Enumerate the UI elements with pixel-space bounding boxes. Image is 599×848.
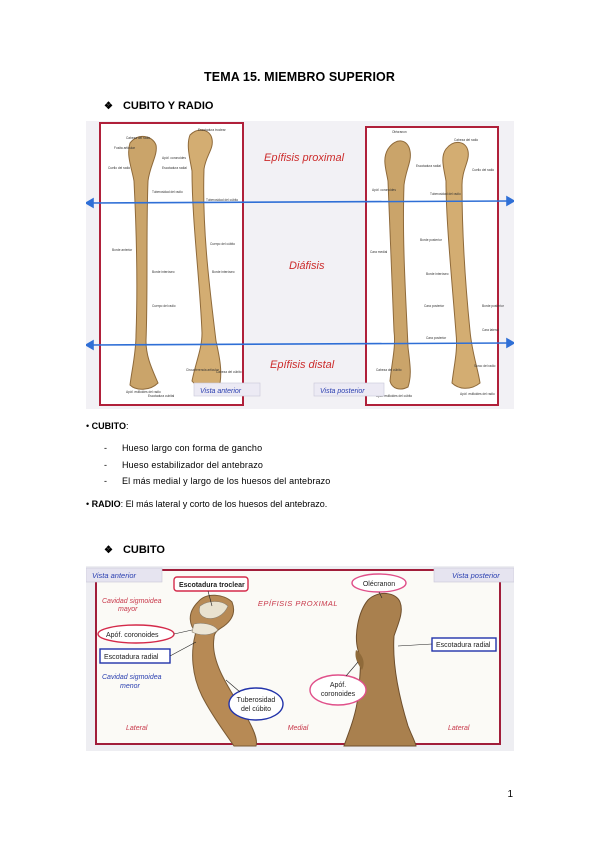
svg-text:Escotadura troclear: Escotadura troclear xyxy=(198,128,227,132)
cavidad-mayor-label-2: mayor xyxy=(118,606,138,613)
svg-text:Fosita articular: Fosita articular xyxy=(114,146,136,150)
posterior-radius-bone xyxy=(442,142,481,389)
svg-text:Cabeza del radio: Cabeza del radio xyxy=(126,136,150,140)
cubito-item-text: Hueso estabilizador del antebrazo xyxy=(122,460,264,470)
svg-text:Cuerpo del cúbito: Cuerpo del cúbito xyxy=(210,242,235,246)
svg-text:Circunferencia articular: Circunferencia articular xyxy=(186,368,220,372)
svg-text:Surco del radio: Surco del radio xyxy=(474,364,496,368)
section-heading-text: CUBITO xyxy=(122,544,165,556)
bullet-dot-icon: • xyxy=(86,421,90,431)
ulna-radius-figure: Cabeza del radio Fosita articular Cuello… xyxy=(86,121,514,409)
diamond-bullet-icon: ❖ xyxy=(104,101,113,112)
cubito-item-3: -El más medial y largo de los huesos del… xyxy=(104,476,331,486)
view-anterior-tag: Vista anterior xyxy=(200,388,242,395)
radio-label: RADIO xyxy=(91,499,121,509)
epifisis-proximal-label: Epífisis proximal xyxy=(264,152,345,164)
page-number: 1 xyxy=(507,789,513,800)
escotadura-troclear-box xyxy=(173,576,249,592)
svg-text:Apóf. coronoides: Apóf. coronoides xyxy=(372,188,396,192)
anterior-ulna-bone xyxy=(128,136,159,390)
svg-text:Olécranon: Olécranon xyxy=(392,130,407,134)
cavidad-menor-label-2: menor xyxy=(120,683,141,690)
svg-text:Borde interóseo: Borde interóseo xyxy=(212,270,235,274)
escotadura-radial-label: Escotadura radial xyxy=(104,654,159,661)
cavidad-mayor-label-1: Cavidad sigmoidea xyxy=(102,598,162,605)
view-posterior-tag: Vista posterior xyxy=(452,571,500,580)
svg-text:Escotadura radial: Escotadura radial xyxy=(416,164,441,168)
cubito-item-text: El más medial y largo de los huesos del … xyxy=(122,476,331,486)
radio-text: : El más lateral y corto de los huesos d… xyxy=(120,499,328,509)
cavidad-menor-label-1: Cavidad sigmoidea xyxy=(102,674,162,681)
ulna-proximal-figure: Vista anterior Vista posterior Escotadur… xyxy=(86,566,514,751)
svg-text:Cabeza del cúbito: Cabeza del cúbito xyxy=(216,370,242,374)
cubito-item-1: -Hueso largo con forma de gancho xyxy=(104,443,263,453)
svg-text:Apóf. coronoides: Apóf. coronoides xyxy=(162,156,186,160)
epifisis-distal-label: Epífisis distal xyxy=(270,359,335,371)
svg-text:Cuerpo del radio: Cuerpo del radio xyxy=(152,304,176,308)
svg-text:Cara medial: Cara medial xyxy=(370,250,387,254)
apof-coronoides-right-ellipse xyxy=(309,674,367,706)
svg-text:Borde interóseo: Borde interóseo xyxy=(426,272,449,276)
svg-text:Tuberosidad del cúbito: Tuberosidad del cúbito xyxy=(206,198,238,202)
posterior-ulna-proximal xyxy=(343,593,417,747)
posterior-panel-frame xyxy=(365,126,499,406)
svg-text:Tuberosidad del radio: Tuberosidad del radio xyxy=(152,190,183,194)
svg-text:Borde interóseo: Borde interóseo xyxy=(152,270,175,274)
svg-text:Borde posterior: Borde posterior xyxy=(420,238,443,242)
svg-text:Escotadura cubital: Escotadura cubital xyxy=(148,394,175,398)
escotadura-radial-right-box xyxy=(431,637,497,652)
escotadura-troclear-label: Escotadura troclear xyxy=(179,582,245,589)
view-anterior-tag: Vista anterior xyxy=(92,571,137,580)
cubito-colon: : xyxy=(126,421,129,431)
svg-text:Tuberosidad del radio: Tuberosidad del radio xyxy=(430,192,461,196)
cubito-label: CUBITO xyxy=(91,421,127,431)
svg-text:Cabeza del radio: Cabeza del radio xyxy=(454,138,478,142)
svg-text:Apóf. estiloides del radio: Apóf. estiloides del radio xyxy=(460,392,495,396)
apof-right-label-2: coronoides xyxy=(321,691,356,698)
lateral-left-label: Lateral xyxy=(126,725,148,732)
escotadura-radial-right-label: Escotadura radial xyxy=(436,642,491,649)
cubito-item-2: -Hueso estabilizador del antebrazo xyxy=(104,460,264,470)
svg-text:Apóf. estiloides del radio: Apóf. estiloides del radio xyxy=(126,390,161,394)
svg-text:Escotadura radial: Escotadura radial xyxy=(162,166,187,170)
tuberosidad-label-1: Tuberosidad xyxy=(237,697,276,704)
svg-text:Cara posterior: Cara posterior xyxy=(426,336,447,340)
olecranon-label: Olécranon xyxy=(363,581,395,588)
bullet-dot-icon: • xyxy=(86,499,90,509)
lateral-right-label: Lateral xyxy=(448,725,470,732)
section-heading-text: CUBITO Y RADIO xyxy=(122,100,214,112)
tuberosidad-ellipse xyxy=(228,687,284,721)
boundary-arrows xyxy=(86,195,514,351)
svg-text:Cuello del radio: Cuello del radio xyxy=(108,166,130,170)
diamond-bullet-icon: ❖ xyxy=(104,545,113,556)
view-posterior-tag: Vista posterior xyxy=(320,388,365,395)
radio-bullet: • RADIO: El más lateral y corto de los h… xyxy=(86,499,327,509)
page-title: TEMA 15. MIEMBRO SUPERIOR xyxy=(204,70,395,84)
svg-text:Cuello del radio: Cuello del radio xyxy=(472,168,494,172)
diafisis-label: Diáfisis xyxy=(289,260,325,272)
section-heading-cubito: ❖ CUBITO xyxy=(104,544,165,556)
cubito-item-text: Hueso largo con forma de gancho xyxy=(122,443,263,453)
svg-text:Cabeza del cúbito: Cabeza del cúbito xyxy=(376,368,402,372)
medial-label: Medial xyxy=(288,725,309,732)
section-heading-cubito-y-radio: ❖ CUBITO Y RADIO xyxy=(104,100,213,112)
svg-text:Cara lateral: Cara lateral xyxy=(482,328,499,332)
svg-text:Borde posterior: Borde posterior xyxy=(482,304,505,308)
epifisis-proximal-header: EPÍFISIS PROXIMAL xyxy=(258,599,338,608)
tuberosidad-label-2: del cúbito xyxy=(241,706,271,713)
apof-right-label-1: Apóf. xyxy=(330,682,346,689)
cubito-bullet: • CUBITO: xyxy=(86,421,129,431)
svg-text:Borde anterior: Borde anterior xyxy=(112,248,133,252)
apof-coronoides-label: Apóf. coronoides xyxy=(106,632,159,639)
posterior-ulna-bone xyxy=(384,140,411,390)
svg-text:Cara posterior: Cara posterior xyxy=(424,304,445,308)
svg-text:Apóf. estiloides del cúbito: Apóf. estiloides del cúbito xyxy=(376,394,412,398)
